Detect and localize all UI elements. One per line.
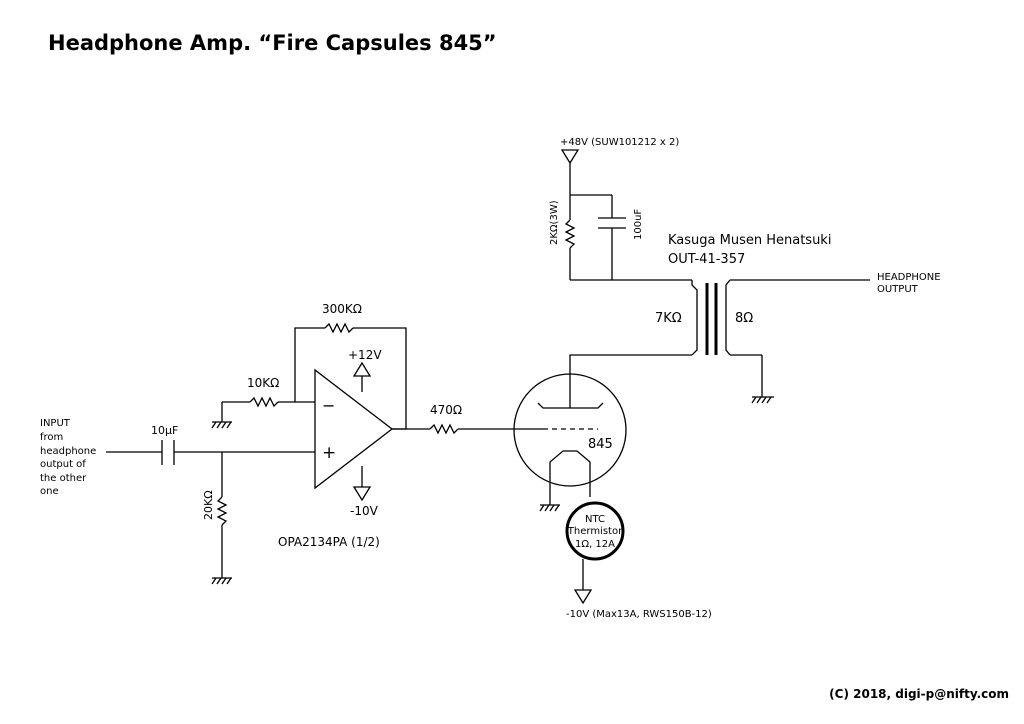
- input-label-line5: the other: [40, 473, 87, 484]
- diagram-title: Headphone Amp. “Fire Capsules 845”: [48, 31, 497, 55]
- thermistor-line2: Thermistor: [567, 526, 623, 537]
- plate-resistor: 2KΩ(3W): [549, 200, 576, 280]
- minus10v-main-label: -10V (Max13A, RWS150B-12): [566, 609, 712, 620]
- plate-capacitor-label: 100uF: [633, 209, 644, 240]
- output-label-line2: OUTPUT: [877, 284, 919, 295]
- transformer-model: OUT-41-357: [668, 252, 745, 267]
- input-label-line2: from: [40, 432, 63, 443]
- input-label-line3: headphone: [40, 446, 96, 457]
- bias-resistor-ground-icon: [211, 577, 232, 585]
- transformer-maker: Kasuga Musen Henatsuki: [668, 233, 831, 248]
- feedback-resistor-label: 300KΩ: [322, 302, 362, 316]
- input-label-line1: INPUT: [40, 418, 71, 429]
- minus10v-main-supply: -10V (Max13A, RWS150B-12): [566, 589, 712, 620]
- input-resistor-label: 10KΩ: [247, 376, 279, 390]
- plate-capacitor: 100uF: [570, 194, 644, 280]
- primary-impedance: 7KΩ: [655, 311, 682, 326]
- tube-label: 845: [588, 437, 613, 452]
- input-resistor: 10KΩ: [221, 376, 315, 422]
- opamp: − + OPA2134PA (1/2) +12V -10V: [278, 348, 394, 549]
- opamp-label: OPA2134PA (1/2): [278, 535, 380, 549]
- input-resistor-ground-icon: [211, 421, 232, 429]
- copyright: (C) 2018, digi-p@nifty.com: [829, 687, 1009, 701]
- secondary-impedance: 8Ω: [735, 311, 753, 326]
- input-label-line4: output of: [40, 459, 86, 470]
- feedback-resistor: 300KΩ: [294, 302, 407, 430]
- minus10v-opamp-label: -10V: [350, 504, 379, 518]
- grid-resistor: 470Ω: [392, 403, 543, 435]
- grid-resistor-label: 470Ω: [430, 403, 462, 417]
- secondary-ground-icon: [751, 396, 774, 404]
- opamp-plus-symbol: +: [322, 443, 336, 463]
- plus48v-label: +48V (SUW101212 x 2): [560, 137, 679, 148]
- plus48v-supply: +48V (SUW101212 x 2): [560, 137, 679, 220]
- ntc-thermistor: NTC Thermistor 1Ω, 12A: [565, 501, 625, 590]
- output-transformer: Kasuga Musen Henatsuki OUT-41-357 7KΩ 8Ω…: [655, 233, 941, 397]
- thermistor-line1: NTC: [585, 514, 605, 525]
- bias-resistor: 20KΩ: [202, 452, 228, 578]
- input-capacitor: 10μF: [106, 424, 315, 465]
- output-label-line1: HEADPHONE: [877, 272, 941, 283]
- opamp-minus-symbol: −: [322, 396, 335, 415]
- bias-resistor-label: 20KΩ: [202, 490, 215, 520]
- plate-resistor-label: 2KΩ(3W): [549, 200, 560, 245]
- input-label: INPUT from headphone output of the other…: [40, 418, 96, 497]
- tube-845: 845: [513, 354, 692, 505]
- plus12v-label: +12V: [348, 348, 382, 362]
- filament-ground-icon: [539, 504, 560, 512]
- input-label-line6: one: [40, 486, 59, 497]
- input-capacitor-label: 10μF: [151, 424, 178, 437]
- thermistor-line3: 1Ω, 12A: [575, 539, 615, 550]
